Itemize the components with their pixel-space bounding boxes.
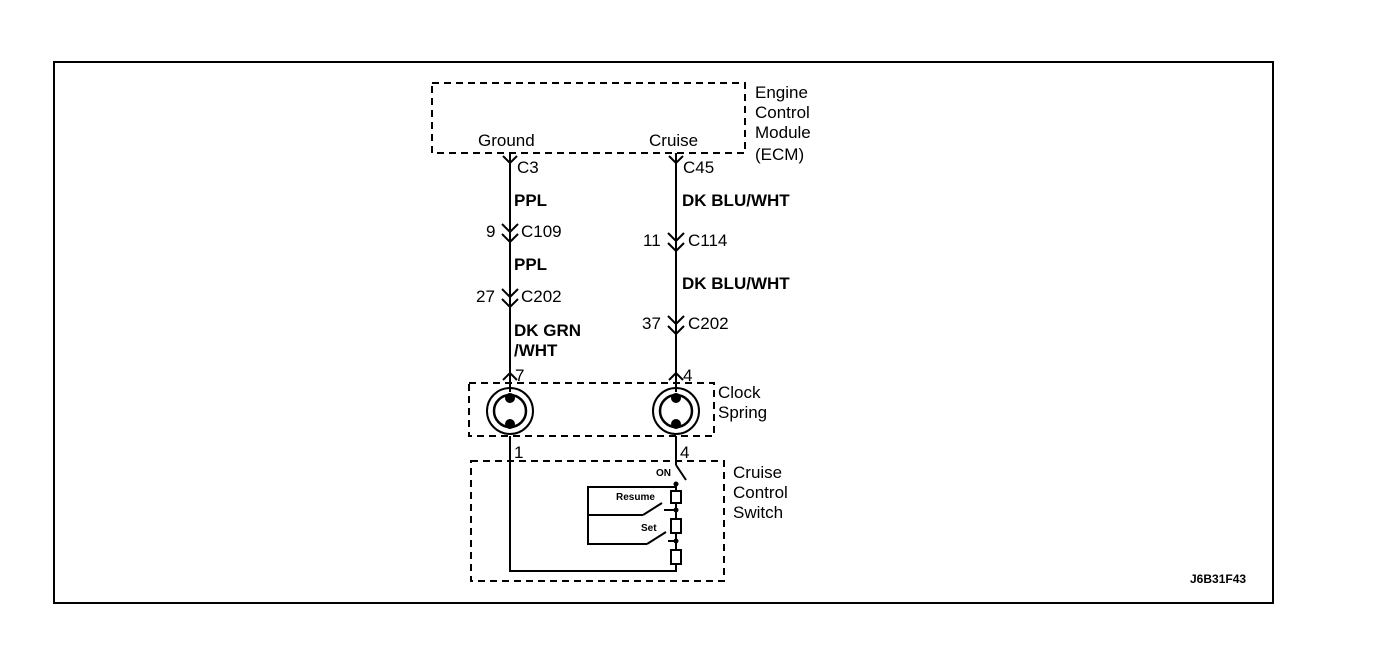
clock-spring-left-connector-icon [502,371,518,381]
svg-text:Control: Control [755,103,810,122]
connector-c3-icon [502,155,518,165]
connector-c202-right-icon [667,315,685,336]
set-switch-blade-icon [646,531,667,545]
wire-color-right-2: DK BLU/WHT [682,274,790,293]
connector-c109-pin: 9 [486,222,495,241]
diagram-frame [53,61,1274,604]
clock-spring-right-top-pin: 4 [683,366,692,385]
clock-spring-right-connector-icon [668,371,684,381]
on-label: ON [656,468,671,479]
on-switch-blade-icon [675,464,687,481]
connector-c3-label: C3 [517,158,539,177]
ecm-pin-ground-label: Ground [478,131,535,150]
connector-c109-label: C109 [521,222,562,241]
svg-text:Engine: Engine [755,83,808,102]
clock-spring-left-coil-icon [486,387,534,435]
svg-text:Spring: Spring [718,403,767,422]
clock-spring-label: Clock Spring [718,383,767,422]
clock-spring-left-top-pin: 7 [515,366,524,385]
ecm-pin-cruise-label: Cruise [649,131,698,150]
connector-c202-left-pin: 27 [476,287,495,306]
set-label: Set [641,523,657,534]
connector-c114-icon [667,232,685,253]
clock-spring-right-coil-icon [652,387,700,435]
connector-c202-right-label: C202 [688,314,729,333]
connector-c45-icon [668,155,684,165]
svg-text:Switch: Switch [733,503,783,522]
wire-color-left-3b: /WHT [514,341,558,360]
svg-text:Module: Module [755,123,811,142]
connector-c45-label: C45 [683,158,714,177]
svg-text:Control: Control [733,483,788,502]
svg-text:(ECM): (ECM) [755,145,804,164]
svg-text:Cruise: Cruise [733,463,782,482]
figure-id: J6B31F43 [1190,572,1246,586]
clock-spring-left-bottom-pin: 1 [514,443,523,462]
wire-color-left-3a: DK GRN [514,321,581,340]
ecm-label: Engine Control Module (ECM) [755,83,811,164]
connector-c202-left-label: C202 [521,287,562,306]
clock-spring-box [468,382,715,437]
svg-text:Clock: Clock [718,383,761,402]
ecm-box [431,82,746,154]
resistor-1-icon [670,490,682,504]
cruise-switch-label: Cruise Control Switch [733,463,788,522]
wire-color-right-1: DK BLU/WHT [682,191,790,210]
resume-label: Resume [616,492,655,503]
connector-c202-left-icon [501,288,519,309]
cruise-switch-box [470,460,725,582]
connector-c114-pin: 11 [643,231,661,250]
resistor-2-icon [670,518,682,534]
connector-c202-right-pin: 37 [642,314,661,333]
clock-spring-right-bottom-pin: 4 [680,443,689,462]
resume-switch-blade-icon [642,502,663,516]
connector-c114-label: C114 [688,231,727,250]
wire-color-left-1: PPL [514,191,547,210]
resistor-3-icon [670,549,682,565]
wire-color-left-2: PPL [514,255,547,274]
ground-return-wire [509,436,677,572]
connector-c109-icon [501,223,519,244]
